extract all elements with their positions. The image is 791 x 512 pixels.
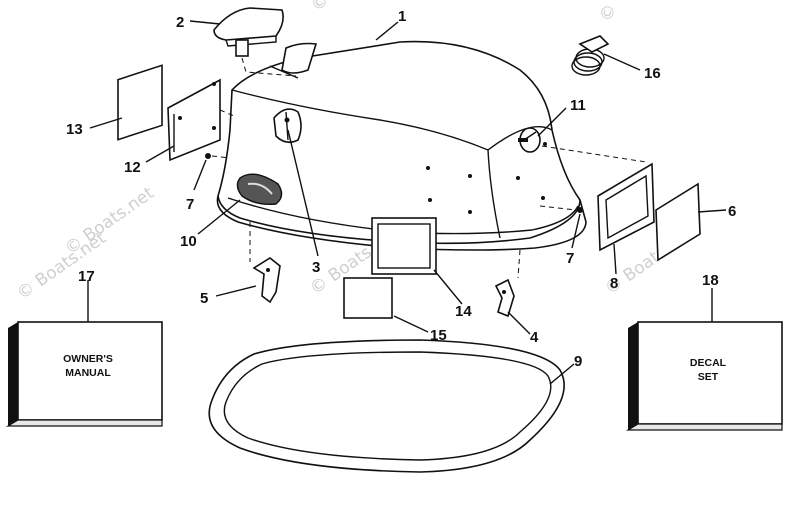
callout-1: 1 [398,8,406,25]
leader-lines [87,20,727,385]
callout-6: 6 [728,203,736,220]
sheet-6 [655,182,701,262]
callout-15: 15 [430,327,447,344]
dash-frame-to-cover [219,109,235,117]
watermark-left-mid: © Boats.net [61,183,158,259]
callout-12: 12 [124,159,141,176]
latch [273,108,302,144]
plug [518,127,541,153]
watermark-top-mid: © Boats.net [307,0,404,16]
manual-label-line2: MANUAL [65,367,111,379]
seal-pad [236,173,283,206]
callout-2: 2 [176,14,184,31]
callout-7-right: 7 [566,250,574,267]
callout-16: 16 [644,65,661,82]
callout-8: 8 [610,275,618,292]
callout-17: 17 [78,268,95,285]
bracket-right [494,249,521,318]
decal-label-line2: SET [698,371,719,383]
vent-cap [213,7,284,57]
callout-9: 9 [574,353,582,370]
right-frame [597,162,655,252]
callout-5: 5 [200,290,208,307]
callout-18: 18 [702,272,719,289]
callout-13: 13 [66,121,83,138]
callout-labels: 1 2 3 4 5 6 7 7 8 9 10 11 12 13 14 15 16… [66,8,736,370]
sheet-15 [343,277,393,319]
callout-10: 10 [180,233,197,250]
callout-4: 4 [530,329,539,346]
dash-cap-to-cover [241,57,297,77]
decal-set-box: DECAL SET [625,321,783,431]
manual-label-line1: OWNER'S [63,353,113,365]
owners-manual-box: OWNER'S MANUAL [5,321,163,427]
cable-coil [571,35,610,76]
window-plate [371,217,437,275]
gasket-ring [208,339,565,473]
plate-frame [167,78,221,162]
screw-left [205,153,231,159]
screw-right [539,205,583,213]
callout-3: 3 [312,259,320,276]
watermark-top-right: © Boats.net [597,0,635,23]
bracket-left [249,222,281,304]
callout-11: 11 [570,97,586,114]
sheet-13 [117,64,163,141]
callout-14: 14 [455,303,472,320]
callout-7-left: 7 [186,196,194,213]
decal-label-line1: DECAL [690,357,727,369]
